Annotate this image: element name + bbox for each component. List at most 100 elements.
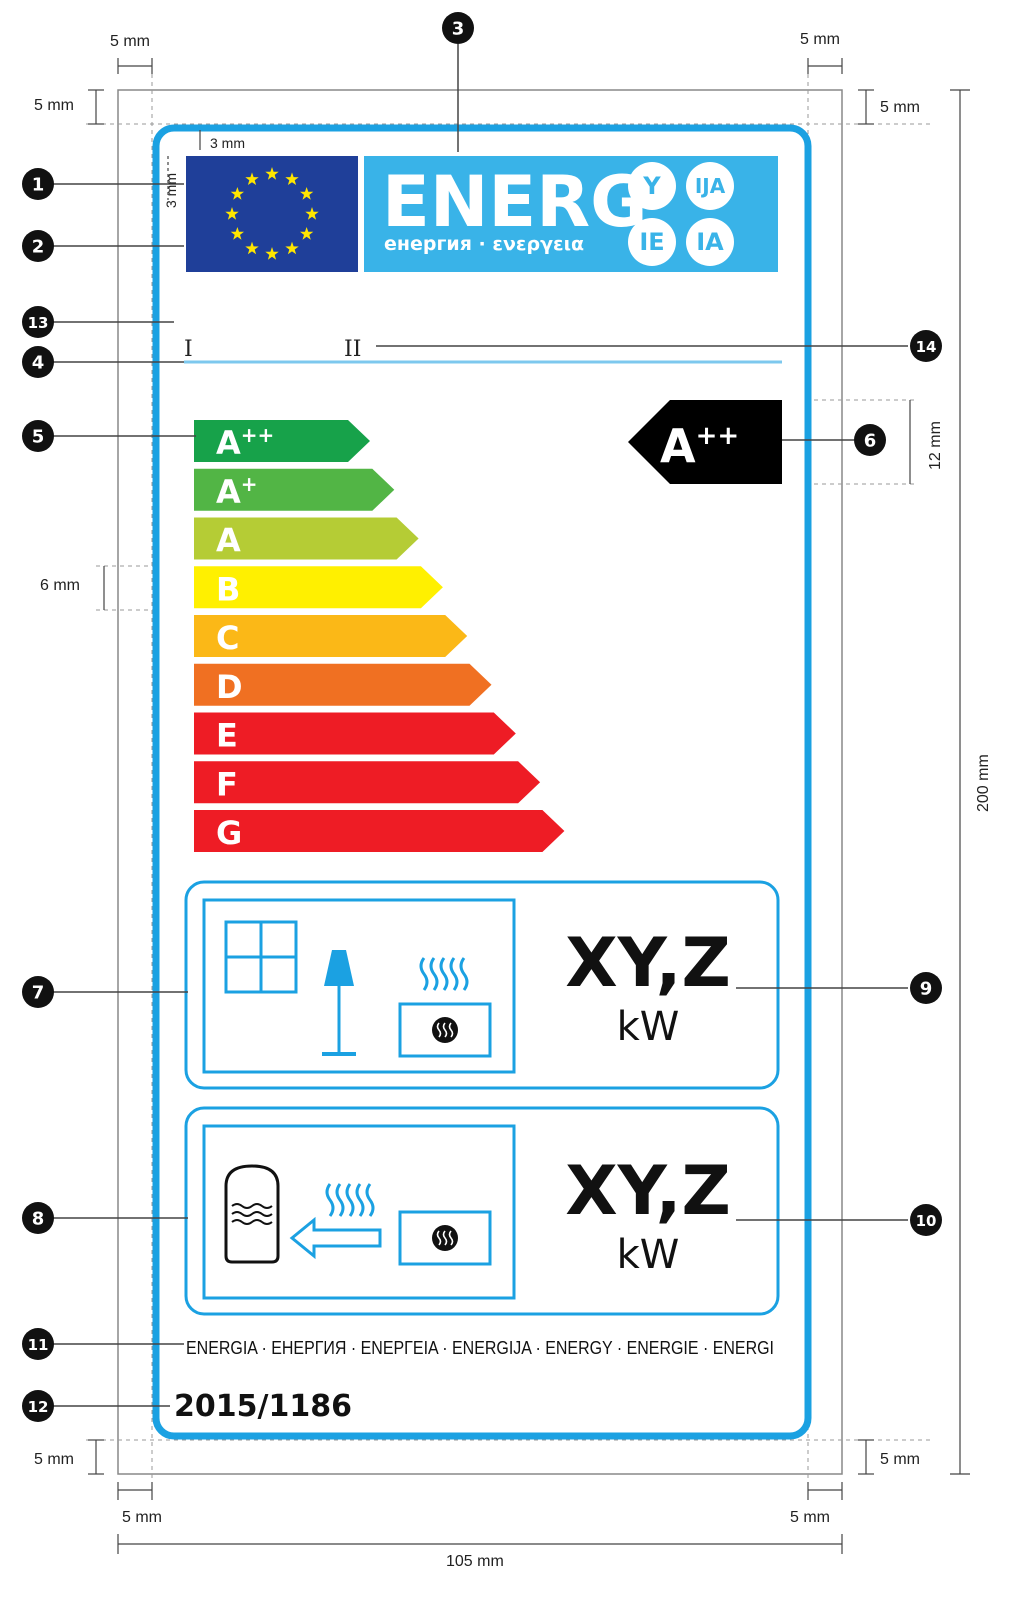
energy-class-bar bbox=[194, 517, 419, 560]
heater-symbol-icon-2 bbox=[432, 1225, 458, 1251]
callout-number: 4 bbox=[32, 353, 45, 374]
regulation-number: 2015/1186 bbox=[174, 1389, 352, 1424]
callout-number: 8 bbox=[32, 1209, 45, 1230]
energy-class-label: F bbox=[216, 765, 238, 803]
heater-icon bbox=[398, 1002, 492, 1058]
callout-bubble bbox=[22, 346, 54, 378]
eu-star bbox=[265, 167, 279, 180]
callout-bubble bbox=[22, 1390, 54, 1422]
energy-class-label: E bbox=[216, 717, 238, 755]
eu-star bbox=[265, 247, 279, 260]
direct-heat-icon-box bbox=[202, 898, 516, 1074]
lang-ia: IA bbox=[696, 228, 724, 256]
heat-waves-icon bbox=[419, 957, 469, 991]
energy-class-bar bbox=[194, 810, 565, 852]
callout-bubble bbox=[910, 330, 942, 362]
lang-ie: IE bbox=[639, 228, 664, 256]
energy-class-bar bbox=[194, 615, 468, 657]
direct-heat-unit: kW bbox=[617, 1004, 680, 1050]
callout-leaders bbox=[52, 44, 908, 1407]
energy-class-label: G bbox=[216, 814, 242, 852]
model-mark: II bbox=[344, 337, 361, 362]
energy-class-label: A++ bbox=[216, 423, 274, 462]
callout-bubble bbox=[910, 972, 942, 1004]
callout-bubble bbox=[22, 1202, 54, 1234]
callout-number: 3 bbox=[452, 19, 465, 40]
energy-class-label: B bbox=[216, 570, 240, 608]
supplier-mark: I bbox=[184, 337, 193, 362]
dim-flag-left: 3 mm bbox=[163, 173, 179, 208]
indirect-heat-value: XY,Z bbox=[565, 1152, 731, 1231]
callout-bubble bbox=[854, 424, 886, 456]
eu-star bbox=[245, 241, 259, 255]
callout-number: 14 bbox=[916, 338, 937, 356]
dim-bottom-left: 5 mm bbox=[122, 1509, 162, 1526]
energ-title: ENERG bbox=[382, 161, 648, 243]
selected-class-arrow bbox=[628, 400, 782, 484]
dim-total-width: 105 mm bbox=[446, 1553, 504, 1570]
energy-class-bar bbox=[194, 761, 541, 804]
callout-bubble bbox=[442, 12, 474, 44]
dim-top-right: 5 mm bbox=[800, 31, 840, 48]
dim-top-left: 5 mm bbox=[110, 33, 150, 50]
heater-icon-2 bbox=[398, 1210, 492, 1266]
dim-flag-top: 3 mm bbox=[210, 135, 245, 151]
heater-symbol-icon bbox=[432, 1017, 458, 1043]
eu-star bbox=[285, 172, 299, 185]
callout-number: 12 bbox=[28, 1398, 49, 1416]
lang-circle-ia bbox=[686, 218, 734, 266]
floor-lamp-icon bbox=[322, 950, 356, 1056]
callout-bubble bbox=[22, 230, 54, 262]
callout-number: 11 bbox=[28, 1336, 49, 1354]
dim-bottom-right: 5 mm bbox=[790, 1509, 830, 1526]
window-icon bbox=[224, 920, 298, 994]
heat-waves-icon-2 bbox=[325, 1183, 375, 1217]
energy-class-bar bbox=[194, 468, 395, 511]
energy-words-footer: ENERGIA · ЕНЕРГИЯ · ΕΝΕΡΓΕΙΑ · ENERGIJA … bbox=[186, 1338, 774, 1358]
lang-circle-ie bbox=[628, 218, 676, 266]
eu-stars bbox=[225, 167, 319, 260]
callout-bubble bbox=[22, 1328, 54, 1360]
callout-number: 1 bbox=[32, 175, 45, 196]
dim-left-bottom: 5 mm bbox=[34, 1451, 74, 1468]
callout-bubble bbox=[910, 1204, 942, 1236]
callout-number: 10 bbox=[916, 1212, 937, 1230]
dim-right-top: 5 mm bbox=[880, 99, 920, 116]
eu-star bbox=[230, 227, 244, 240]
callout-bubble bbox=[22, 976, 54, 1008]
indirect-heat-panel bbox=[184, 1106, 780, 1316]
dimension-arrows bbox=[88, 58, 970, 1554]
dim-class-bar: 6 mm bbox=[40, 577, 80, 594]
lang-ija: IJA bbox=[695, 174, 726, 198]
heat-transfer-arrow-icon bbox=[289, 1216, 382, 1260]
energy-class-label: D bbox=[216, 668, 243, 706]
indirect-heat-icon-box bbox=[202, 1124, 516, 1300]
direct-heat-panel bbox=[184, 880, 780, 1090]
dim-left-top: 5 mm bbox=[34, 97, 74, 114]
callout-bubble bbox=[22, 306, 54, 338]
energy-class-bar bbox=[194, 663, 492, 706]
energy-class-label: A bbox=[216, 522, 241, 560]
callout-number: 9 bbox=[920, 979, 933, 1000]
direct-heat-value: XY,Z bbox=[565, 924, 731, 1003]
callout-number: 5 bbox=[32, 427, 45, 448]
eu-star bbox=[230, 187, 244, 200]
energy-class-label: A+ bbox=[216, 472, 258, 511]
callout-bubble bbox=[22, 168, 54, 200]
callout-number: 7 bbox=[32, 983, 45, 1004]
energy-class-label: C bbox=[216, 619, 239, 657]
indirect-heat-unit: kW bbox=[617, 1232, 680, 1278]
callout-number: 13 bbox=[28, 314, 49, 332]
outer-frame bbox=[117, 89, 843, 1475]
energ-subtitle: енергия · ενεργεια bbox=[384, 233, 584, 255]
lang-circle-y bbox=[628, 162, 676, 210]
dim-right-bottom: 5 mm bbox=[880, 1451, 920, 1468]
dim-total-height: 200 mm bbox=[975, 754, 992, 812]
eu-star bbox=[245, 172, 259, 185]
lang-y: Y bbox=[642, 172, 661, 200]
selected-class-letter: A++ bbox=[660, 419, 739, 473]
energy-class-bar bbox=[194, 420, 370, 462]
